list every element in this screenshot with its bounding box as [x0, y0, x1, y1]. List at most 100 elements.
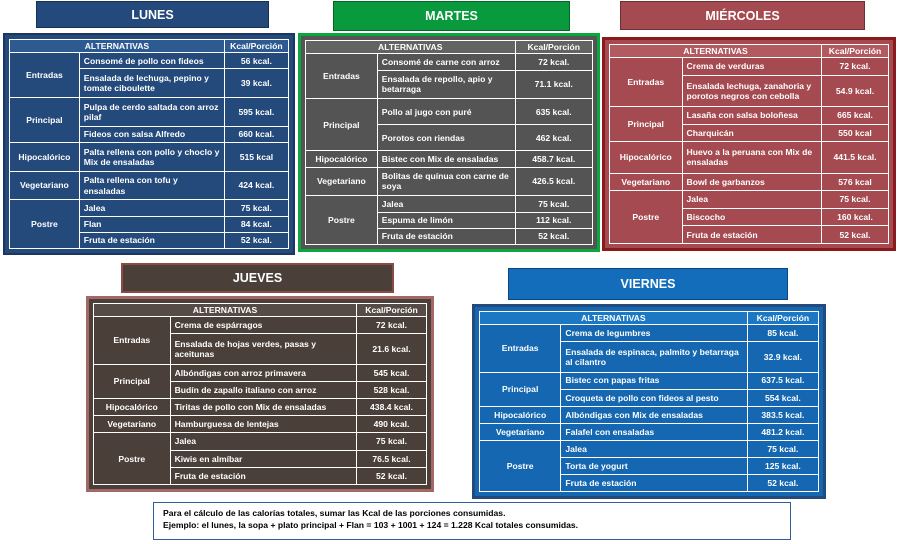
- dish-name: Jalea: [376, 195, 515, 213]
- dish-kcal: 39 kcal.: [223, 68, 290, 99]
- dish-name: Charquicán: [681, 123, 822, 143]
- dish-name: Palta rellena con pollo y choclo y Mix d…: [78, 142, 225, 172]
- dish-name: Palta rellena con tofu y ensaladas: [78, 170, 225, 201]
- dish-name: Fruta de estación: [681, 225, 822, 244]
- dish-kcal: 550 kcal: [821, 123, 889, 143]
- category-entradas: Entradas: [93, 316, 171, 365]
- dish-kcal: 76.5 kcal.: [356, 449, 427, 468]
- category-hipocalorico: Hipocalórico: [609, 141, 683, 174]
- dish-kcal: 554 kcal.: [746, 388, 820, 407]
- day-title-jueves: JUEVES: [121, 263, 394, 293]
- category-hipocalorico: Hipocalórico: [305, 150, 378, 168]
- dish-kcal: 462 kcal.: [514, 124, 593, 152]
- category-postre: Postre: [478, 439, 562, 493]
- day-title-lunes: LUNES: [36, 1, 269, 28]
- dish-name: Espuma de limón: [376, 211, 515, 229]
- category-hipocalorico: Hipocalórico: [93, 398, 171, 417]
- dish-name: Fideos con salsa Alfredo: [78, 125, 225, 144]
- dish-name: Fruta de estación: [78, 231, 225, 250]
- dish-name: Jalea: [681, 190, 822, 209]
- dish-kcal: 85 kcal.: [746, 324, 820, 343]
- dish-name: Lasaña con salsa boloñesa: [681, 106, 822, 125]
- dish-kcal: 52 kcal.: [356, 466, 427, 486]
- header-alternativas: ALTERNATIVAS: [305, 39, 516, 55]
- dish-name: Ensalada lechuga, zanahoria y porotos ne…: [681, 74, 822, 108]
- dish-name: Ensalada de espinaca, palmito y betarrag…: [560, 341, 748, 373]
- dish-name: Fruta de estación: [560, 473, 748, 493]
- category-hipocalorico: Hipocalórico: [478, 405, 562, 424]
- day-title-viernes: VIERNES: [508, 268, 788, 300]
- menu-table: ALTERNATIVAS Kcal/Porción Entradas Crema…: [478, 310, 820, 493]
- dish-kcal: 424 kcal.: [223, 170, 290, 201]
- dish-name: Croqueta de pollo con fideos al pesto: [560, 388, 748, 407]
- footnote-line-1: Para el cálculo de las calorías totales,…: [163, 508, 506, 518]
- menu-panel-miercoles: ALTERNATIVAS Kcal/Porción Entradas Crema…: [602, 37, 896, 251]
- header-alternativas: ALTERNATIVAS: [608, 43, 823, 59]
- dish-kcal: 490 kcal.: [356, 415, 427, 434]
- dish-name: Budín de zapallo italiano con arroz: [169, 381, 357, 400]
- dish-name: Porotos con riendas: [376, 124, 515, 152]
- header-kcal: Kcal/Porción: [223, 38, 290, 54]
- dish-name: Jalea: [169, 432, 357, 451]
- dish-name: Ensalada de repollo, apio y betarraga: [376, 69, 515, 100]
- dish-name: Jalea: [560, 439, 748, 458]
- dish-kcal: 56 kcal.: [223, 52, 290, 70]
- dish-name: Consomé de pollo con fideos: [78, 52, 225, 70]
- dish-kcal: 595 kcal.: [223, 97, 290, 127]
- category-hipocalorico: Hipocalórico: [9, 142, 80, 172]
- category-vegetariano: Vegetariano: [9, 170, 80, 201]
- dish-kcal: 112 kcal.: [514, 211, 593, 229]
- dish-kcal: 637.5 kcal.: [746, 371, 820, 390]
- category-postre: Postre: [609, 190, 683, 244]
- dish-kcal: 160 kcal.: [821, 207, 889, 227]
- dish-name: Albóndigas con arroz primavera: [169, 363, 357, 383]
- dish-name: Jalea: [78, 199, 225, 217]
- dish-kcal: 75 kcal.: [356, 432, 427, 451]
- dish-kcal: 660 kcal.: [223, 125, 290, 144]
- dish-name: Bowl de garbanzos: [681, 172, 822, 192]
- dish-name: Albóndigas con Mix de ensaladas: [560, 405, 748, 424]
- dish-name: Bolitas de quínua con carne de soya: [376, 166, 515, 197]
- dish-name: Consomé de carne con arroz: [376, 53, 515, 71]
- dish-kcal: 528 kcal.: [356, 381, 427, 400]
- category-vegetariano: Vegetariano: [305, 166, 378, 197]
- category-entradas: Entradas: [478, 324, 562, 373]
- dish-kcal: 75 kcal.: [223, 199, 290, 217]
- day-title-martes: MARTES: [333, 1, 570, 31]
- dish-name: Crema de legumbres: [560, 324, 748, 343]
- menu-panel-jueves: ALTERNATIVAS Kcal/Porción Entradas Crema…: [86, 296, 434, 492]
- dish-name: Flan: [78, 215, 225, 233]
- dish-kcal: 438.4 kcal.: [356, 398, 427, 417]
- category-vegetariano: Vegetariano: [609, 172, 683, 192]
- calorie-footnote: Para el cálculo de las calorías totales,…: [153, 502, 791, 540]
- dish-kcal: 52 kcal.: [223, 231, 290, 250]
- dish-kcal: 481.2 kcal.: [746, 422, 820, 441]
- category-principal: Principal: [9, 97, 80, 144]
- dish-kcal: 458.7 kcal.: [514, 150, 593, 168]
- category-vegetariano: Vegetariano: [93, 415, 171, 434]
- dish-kcal: 75 kcal.: [821, 190, 889, 209]
- dish-name: Pollo al jugo con puré: [376, 98, 515, 126]
- day-title-miercoles: MIÉRCOLES: [620, 1, 865, 30]
- dish-kcal: 52 kcal.: [821, 225, 889, 244]
- dish-kcal: 125 kcal.: [746, 456, 820, 475]
- dish-kcal: 21.6 kcal.: [356, 333, 427, 365]
- dish-name: Ensalada de hojas verdes, pasas y aceitu…: [169, 333, 357, 365]
- dish-kcal: 515 kcal: [223, 142, 290, 172]
- category-entradas: Entradas: [305, 53, 378, 100]
- dish-name: Torta de yogurt: [560, 456, 748, 475]
- header-kcal: Kcal/Porción: [821, 43, 889, 59]
- dish-kcal: 71.1 kcal.: [514, 69, 593, 100]
- menu-table: ALTERNATIVAS Kcal/Porción Entradas Crema…: [608, 43, 889, 244]
- category-postre: Postre: [9, 199, 80, 249]
- dish-name: Crema de espárragos: [169, 316, 357, 335]
- category-principal: Principal: [478, 371, 562, 407]
- category-entradas: Entradas: [9, 52, 80, 99]
- dish-name: Pulpa de cerdo saltada con arroz pilaf: [78, 97, 225, 127]
- menu-table: ALTERNATIVAS Kcal/Porción Entradas Conso…: [9, 38, 290, 250]
- header-kcal: Kcal/Porción: [356, 302, 427, 318]
- category-postre: Postre: [93, 432, 171, 485]
- dish-kcal: 665 kcal.: [821, 106, 889, 125]
- dish-kcal: 32.9 kcal.: [746, 341, 820, 373]
- dish-kcal: 75 kcal.: [746, 439, 820, 458]
